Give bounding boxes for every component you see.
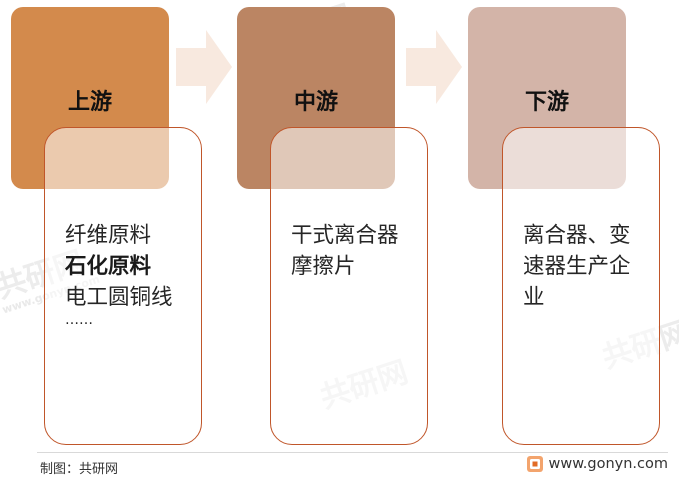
list-item: 离合器、变速器生产企业	[523, 223, 631, 310]
item-list: 离合器、变速器生产企业	[523, 220, 653, 313]
arrow-right-icon	[176, 30, 232, 104]
arrow-shape	[176, 30, 232, 104]
list-item: 纤维原料	[65, 223, 152, 248]
website-text: www.gonyn.com	[548, 456, 668, 472]
list-item: 电工圆铜线	[65, 285, 173, 310]
arrow-right-icon	[406, 30, 462, 104]
stage-title: 下游	[524, 90, 569, 115]
credit-text: 制图：共研网	[40, 462, 119, 477]
gonyn-logo-icon	[526, 456, 543, 472]
stage-midstream-box: 干式离合器摩擦片	[270, 127, 428, 445]
item-list: 干式离合器摩擦片	[291, 220, 421, 282]
stage-title: 中游	[293, 90, 338, 115]
item-list: 纤维原料 石化原料 电工圆铜线 ……	[65, 220, 195, 327]
list-item: 石化原料	[65, 254, 152, 279]
website-link[interactable]: www.gonyn.com	[526, 456, 668, 472]
arrow-shape	[406, 30, 462, 104]
stage-upstream-box: 纤维原料 石化原料 电工圆铜线 ……	[44, 127, 202, 445]
list-item: ……	[65, 312, 93, 328]
footer-divider	[37, 452, 668, 453]
stage-downstream-box: 离合器、变速器生产企业	[502, 127, 660, 445]
list-item: 干式离合器摩擦片	[291, 223, 399, 279]
stage-title: 上游	[67, 90, 112, 115]
